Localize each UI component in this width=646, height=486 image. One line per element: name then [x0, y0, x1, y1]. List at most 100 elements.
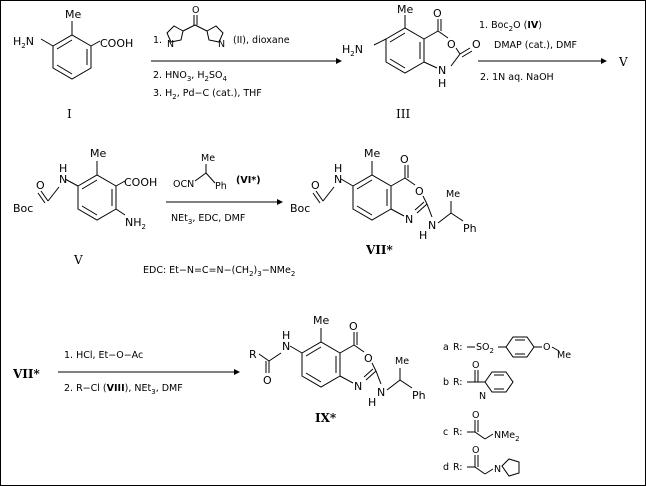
ring-nitrogen: N — [438, 64, 446, 77]
r-group-a-methyl: Me — [557, 350, 571, 361]
step4-reagent-2: 2. R−Cl (VIII), NEt3, DMF — [64, 383, 183, 396]
ring-oxygen: O — [364, 352, 373, 365]
r-group-a-letter: a — [443, 342, 449, 353]
r-group-d: d R: O N — [443, 445, 520, 477]
step1-reagent-1-number: 1. — [153, 35, 162, 46]
methyl-label: Me — [90, 147, 106, 160]
r-group-d-prefix: R: — [453, 462, 463, 473]
step3-arrowhead — [277, 199, 283, 205]
vi-methyl: Me — [201, 153, 215, 164]
step2-reagent-2: 2. 1N aq. NaOH — [480, 72, 554, 83]
methyl-label: Me — [313, 314, 329, 327]
step2-arrowhead — [601, 58, 607, 64]
edc-definition: EDC: Et−N=C=N−(CH2)3−NMe2 — [143, 265, 295, 278]
amide-hydrogen: H — [282, 329, 290, 342]
step4-start-label: VII* — [12, 367, 41, 381]
amine-label: NH2 — [125, 216, 146, 231]
step2-reagent-1-conditions: DMAP (cat.), DMF — [494, 40, 577, 51]
carbonyl-oxygen-top: O — [433, 7, 442, 20]
cooh-label: COOH — [100, 37, 133, 50]
cdi-reagent-structure: O N N — [166, 5, 225, 50]
phenyl-label: Ph — [463, 222, 477, 235]
carbonyl-oxygen: O — [192, 5, 199, 16]
ring-nitrogen: N — [405, 213, 413, 226]
r-group-a: a R: SO2 O Me — [443, 336, 571, 361]
ring-nh-hydrogen: H — [438, 77, 446, 90]
r-group-c-amine: NMe2 — [494, 430, 520, 443]
boc-label: Boc — [13, 202, 33, 215]
carbonyl-oxygen-right: O — [472, 38, 481, 51]
r-group-a-ether-o: O — [543, 342, 550, 353]
amine-label: H2N — [13, 35, 34, 50]
r-group-b-letter: b — [443, 377, 449, 388]
r-group-a-sulfonyl: SO2 — [476, 342, 494, 355]
carbonyl-oxygen: O — [36, 179, 45, 192]
r-group-legend: a R: SO2 O Me b R: O N — [443, 336, 571, 477]
r-group-label: R — [249, 348, 257, 361]
boc-label: Boc — [290, 202, 310, 215]
step3-reagent-2: NEt3, EDC, DMF — [171, 213, 245, 226]
carbonyl-oxygen: O — [400, 153, 409, 166]
nh-nitrogen: N — [59, 173, 67, 186]
imidazole-n-left: N — [167, 39, 174, 50]
amide-oxygen: O — [263, 374, 272, 387]
methyl-label: Me — [364, 147, 380, 160]
methyl-label: Me — [65, 8, 81, 21]
compound-I-structure: Me COOH H2N — [13, 8, 133, 80]
r-group-d-oxygen: O — [472, 445, 479, 456]
vi-isocyanate: OCN — [173, 179, 194, 190]
step3-reagent-vi: (VI*) — [236, 175, 261, 186]
step2-reagents: 1. Boc2O (IV) DMAP (cat.), DMF 2. 1N aq.… — [478, 20, 628, 83]
methyl-label: Me — [397, 3, 413, 16]
compound-III-label: III — [396, 107, 410, 121]
r-group-b-oxygen: O — [472, 360, 479, 371]
compound-IX-label: IX* — [315, 411, 337, 425]
r-group-c-oxygen: O — [472, 410, 479, 421]
chiral-methyl: Me — [395, 356, 409, 367]
r-group-a-prefix: R: — [453, 342, 463, 353]
amine-label: H2N — [342, 43, 363, 58]
side-nh-hydrogen: H — [368, 396, 376, 409]
imidazole-n-right: N — [218, 39, 225, 50]
nh-hydrogen: H — [59, 162, 67, 175]
side-nh-hydrogen: H — [419, 229, 427, 242]
amide-nitrogen: N — [282, 340, 290, 353]
nh-nitrogen: N — [334, 173, 342, 186]
chiral-methyl: Me — [446, 189, 460, 200]
compound-IX-structure: Me O O N N H Me Ph N H O R — [249, 314, 426, 409]
step1-reagent-2: 2. HNO3, H2SO4 — [153, 70, 227, 83]
side-nh-nitrogen: N — [428, 219, 436, 232]
step3-reagents: Me OCN Ph (VI*) NEt3, EDC, DMF — [166, 153, 283, 226]
step1-reagent-1: (II), dioxane — [233, 35, 290, 46]
step4-reagents: 1. HCl, Et−O−Ac 2. R−Cl (VIII), NEt3, DM… — [58, 350, 240, 396]
r-group-c: c R: O NMe2 — [443, 410, 520, 443]
ring-oxygen: O — [415, 185, 424, 198]
compound-V-structure: Me COOH NH2 N H O Boc — [13, 147, 157, 231]
step1-arrowhead — [336, 58, 342, 64]
r-group-c-prefix: R: — [453, 427, 463, 438]
side-nh-nitrogen: N — [377, 386, 385, 399]
r-group-b: b R: O N — [443, 360, 514, 402]
step1-reagent-3: 3. H2, Pd−C (cat.), THF — [153, 88, 262, 101]
cooh-label: COOH — [124, 176, 157, 189]
nh-hydrogen: H — [334, 162, 342, 175]
step4-arrowhead — [234, 369, 240, 375]
compound-VII-label: VII* — [365, 243, 394, 257]
vi-phenyl: Ph — [215, 181, 227, 192]
r-group-d-letter: d — [443, 462, 449, 473]
compound-III-structure: Me H2N O O O N H — [342, 3, 481, 90]
r-group-c-letter: c — [443, 427, 448, 438]
r-group-b-prefix: R: — [453, 377, 463, 388]
carbonyl-oxygen: O — [349, 320, 358, 333]
boc-carbonyl-oxygen: O — [311, 179, 320, 192]
step4-reagent-1: 1. HCl, Et−O−Ac — [64, 350, 143, 361]
compound-V-label: V — [73, 253, 83, 267]
r-group-b-pyridine-n: N — [479, 391, 486, 402]
ring-nitrogen: N — [354, 380, 362, 393]
step2-reagent-1: 1. Boc2O (IV) — [479, 20, 542, 33]
compound-I-label: I — [67, 107, 72, 121]
phenyl-label: Ph — [412, 389, 426, 402]
step2-product-label: V — [618, 55, 628, 69]
